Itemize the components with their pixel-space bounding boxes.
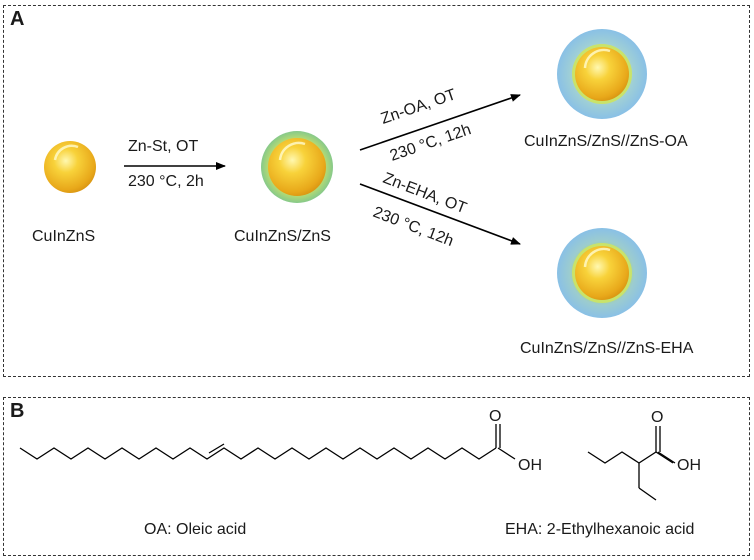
oa-product-particle (557, 29, 647, 119)
eha-caption: EHA: 2-Ethylhexanoic acid (505, 521, 695, 538)
eha-product-label: CuInZnS/ZnS//ZnS-EHA (520, 340, 694, 357)
oa-caption: OA: Oleic acid (144, 521, 247, 538)
core-shell-label: CuInZnS/ZnS (234, 228, 331, 245)
oa-hydroxyl: OH (518, 457, 542, 474)
step2a-reagent: Zn-OA, OT (379, 86, 459, 128)
arrow-step2b (359, 183, 521, 245)
oleic-acid-structure (19, 424, 516, 460)
panel-b-letter: B (10, 400, 25, 422)
eha-structure (587, 426, 676, 501)
step2b-conditions: 230 °C, 12h (371, 204, 456, 250)
oa-product-label: CuInZnS/ZnS//ZnS-OA (524, 133, 688, 150)
eha-carbonyl-o: O (651, 409, 663, 426)
core-label: CuInZnS (32, 228, 96, 245)
step1-conditions: 230 °C, 2h (128, 173, 204, 190)
arrow-step2a (359, 94, 521, 151)
oa-carbonyl-o: O (489, 408, 501, 425)
panel-a-letter: A (10, 8, 25, 30)
step1-reagent: Zn-St, OT (128, 138, 199, 155)
core-shell-particle (261, 131, 333, 203)
panel-a: A (3, 5, 750, 377)
eha-hydroxyl: OH (677, 457, 701, 474)
step2a-conditions: 230 °C, 12h (388, 121, 474, 165)
core-particle (44, 141, 96, 193)
eha-product-particle (557, 228, 647, 318)
panel-b: B (3, 397, 750, 556)
